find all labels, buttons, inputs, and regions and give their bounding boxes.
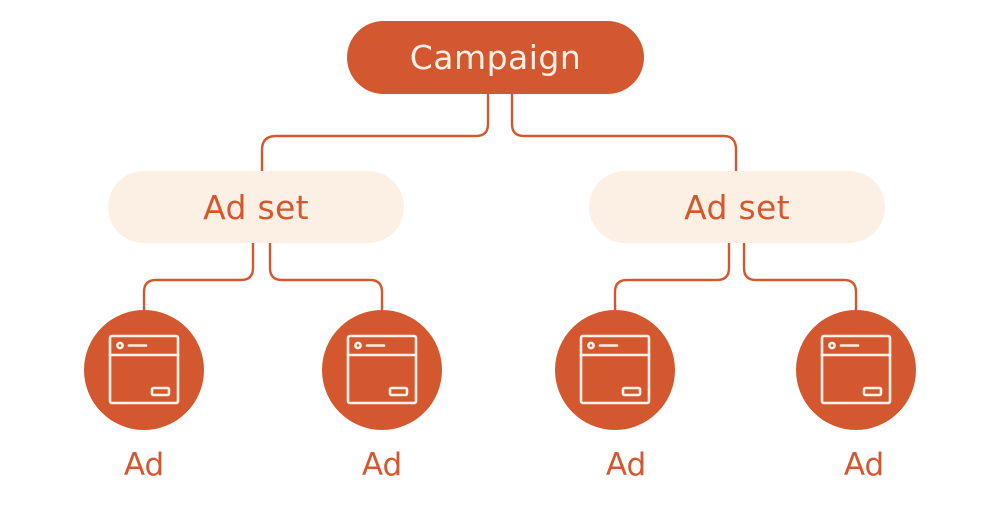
ad-window-icon bbox=[579, 334, 651, 405]
connector-campaign-to-adset-left bbox=[260, 90, 490, 174]
ad-node-2 bbox=[322, 310, 442, 430]
ad-circle bbox=[84, 310, 204, 430]
connector-adset-right-to-ad-4 bbox=[742, 239, 858, 314]
adset-node-left bbox=[108, 171, 404, 243]
connector-adset-left-to-ad-1 bbox=[142, 239, 255, 314]
ad-circle bbox=[796, 310, 916, 430]
adset-node-right bbox=[589, 171, 885, 243]
ad-node-1 bbox=[84, 310, 204, 430]
ad-window-icon bbox=[820, 334, 892, 405]
connectors bbox=[142, 90, 858, 314]
ad-circle bbox=[555, 310, 675, 430]
ad-circle bbox=[322, 310, 442, 430]
ad-window-icon bbox=[108, 334, 180, 405]
ad-window-icon bbox=[346, 334, 418, 405]
campaign-node bbox=[347, 21, 644, 94]
connector-adset-left-to-ad-2 bbox=[268, 239, 384, 314]
ad-node-4 bbox=[796, 310, 916, 430]
connector-campaign-to-adset-right bbox=[510, 90, 738, 174]
ad-node-3 bbox=[555, 310, 675, 430]
connector-adset-right-to-ad-3 bbox=[613, 239, 731, 314]
